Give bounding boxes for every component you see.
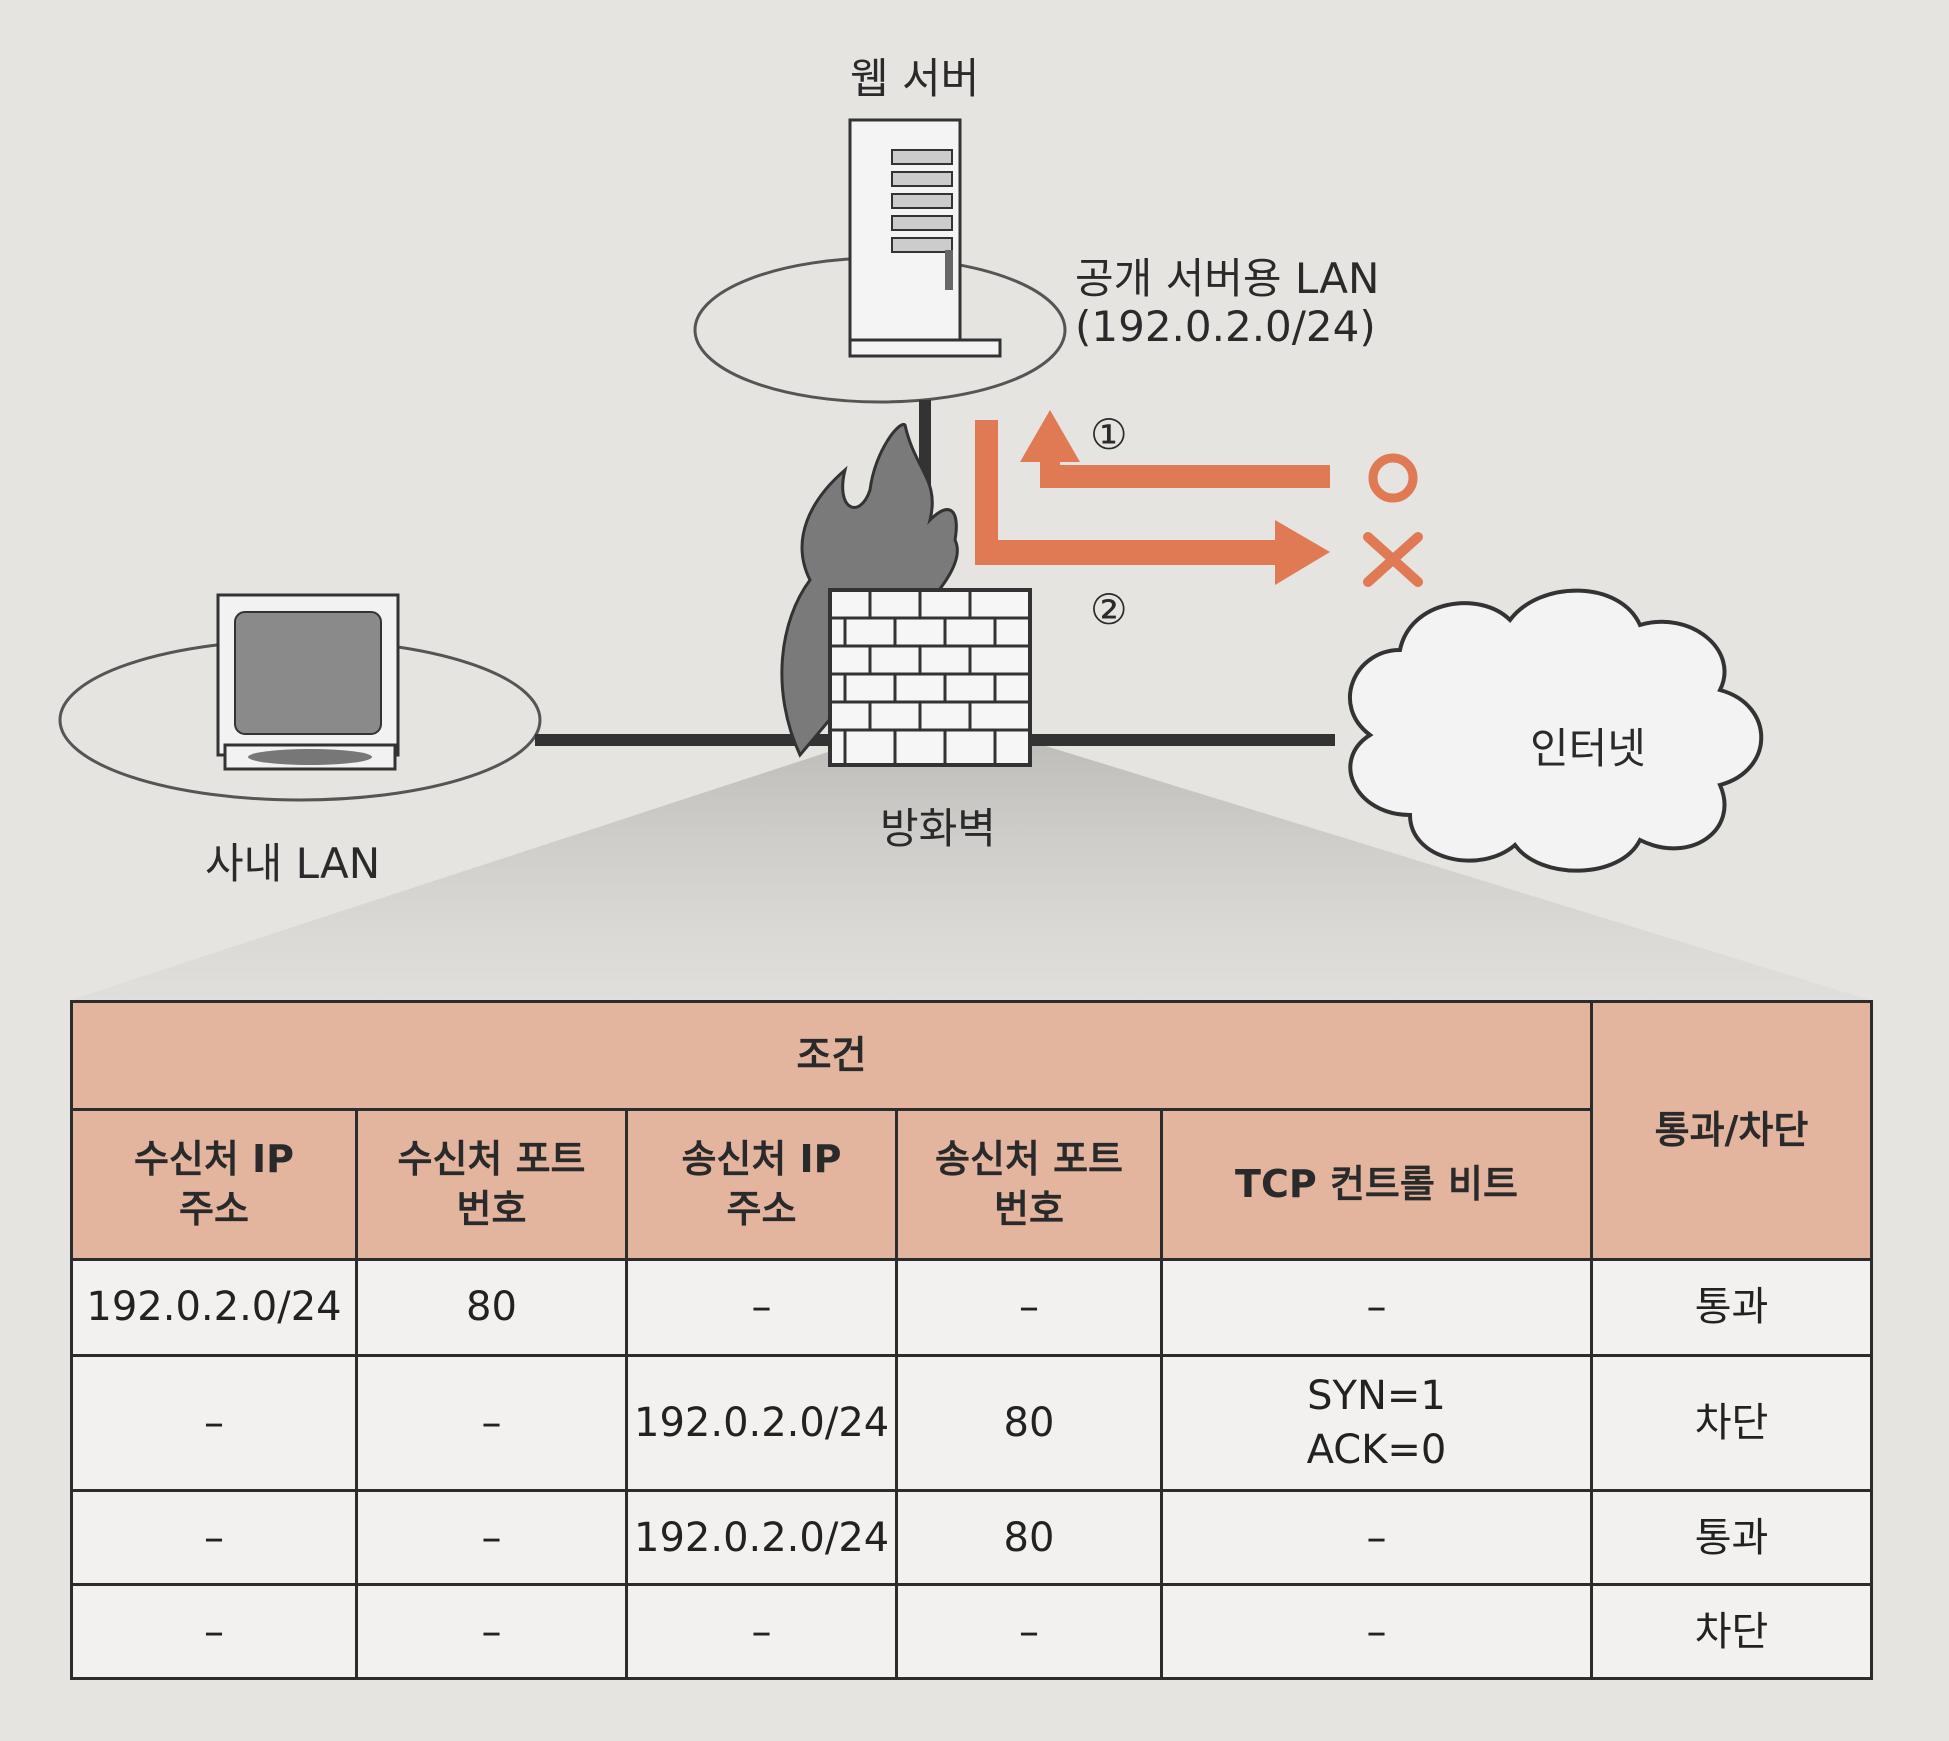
cell-dst-ip: 192.0.2.0/24 — [70, 1258, 358, 1357]
table-projection-fan — [70, 735, 1870, 1000]
internet-label: 인터넷 — [1530, 724, 1646, 773]
cell-dst-ip: – — [70, 1353, 358, 1493]
col-src-port-header: 송신처 포트 번호 — [895, 1108, 1163, 1261]
action-header: 통과/차단 — [1590, 1000, 1873, 1261]
cell-src-ip: – — [625, 1258, 898, 1357]
flow-2-arrow — [975, 420, 1330, 585]
cell-tcp-bits: – — [1160, 1583, 1593, 1680]
cell-src-port: 80 — [895, 1353, 1163, 1493]
col-dst-port-header: 수신처 포트 번호 — [355, 1108, 628, 1261]
cell-tcp-bits: SYN=1 ACK=0 — [1160, 1353, 1593, 1493]
internal-lan-label: 사내 LAN — [205, 839, 381, 888]
cell-src-ip: 192.0.2.0/24 — [625, 1489, 898, 1587]
cell-src-port: – — [895, 1583, 1163, 1680]
public-lan-label: 공개 서버용 LAN — [1075, 254, 1380, 303]
cell-dst-port: – — [355, 1353, 628, 1493]
cell-src-port: – — [895, 1258, 1163, 1357]
table-row: – – 192.0.2.0/24 80 SYN=1 ACK=0 차단 — [70, 1353, 1873, 1493]
cell-action: 차단 — [1590, 1353, 1873, 1493]
cell-tcp-bits: – — [1160, 1489, 1593, 1587]
col-dst-ip-header: 수신처 IP 주소 — [70, 1108, 358, 1261]
cell-src-ip: – — [625, 1583, 898, 1680]
public-lan-subnet: (192.0.2.0/24) — [1075, 302, 1376, 351]
cell-dst-ip: – — [70, 1583, 358, 1680]
table-row: 192.0.2.0/24 80 – – – 통과 — [70, 1258, 1873, 1357]
firewall-label: 방화벽 — [880, 804, 996, 853]
internet-cloud-icon — [1348, 588, 1764, 873]
flow-1-marker: ① — [1090, 410, 1128, 459]
cell-dst-port: – — [355, 1583, 628, 1680]
table-row: – – – – – 차단 — [70, 1583, 1873, 1680]
pc-monitor-icon — [216, 593, 400, 771]
cell-dst-ip: – — [70, 1489, 358, 1587]
cell-action: 통과 — [1590, 1489, 1873, 1587]
flow-2-marker: ② — [1090, 585, 1128, 634]
cell-src-port: 80 — [895, 1489, 1163, 1587]
cell-src-ip: 192.0.2.0/24 — [625, 1353, 898, 1493]
table-column-header-row: 수신처 IP 주소 수신처 포트 번호 송신처 IP 주소 송신처 포트 번호 … — [70, 1108, 1872, 1261]
col-tcp-bits-header: TCP 컨트롤 비트 — [1160, 1108, 1593, 1261]
cell-action: 차단 — [1590, 1583, 1873, 1680]
firewall-icon — [828, 588, 1032, 767]
cell-action: 통과 — [1590, 1258, 1873, 1357]
filter-rules-table: 조건 통과/차단 수신처 IP 주소 수신처 포트 번호 송신처 IP 주소 송… — [70, 1000, 1873, 1680]
conditions-header: 조건 — [70, 1000, 1593, 1111]
table-group-header-row: 조건 통과/차단 — [70, 1000, 1873, 1261]
block-cross-icon — [1363, 532, 1423, 587]
cell-dst-port: – — [355, 1489, 628, 1587]
web-server-icon — [848, 118, 1002, 358]
col-src-ip-header: 송신처 IP 주소 — [625, 1108, 898, 1261]
cell-tcp-bits: – — [1160, 1258, 1593, 1357]
web-server-label: 웹 서버 — [850, 54, 980, 103]
pass-circle-icon — [1368, 453, 1418, 503]
cell-dst-port: 80 — [355, 1258, 628, 1357]
flow-1-arrow — [1020, 410, 1330, 488]
table-row: – – 192.0.2.0/24 80 – 통과 — [70, 1489, 1873, 1587]
